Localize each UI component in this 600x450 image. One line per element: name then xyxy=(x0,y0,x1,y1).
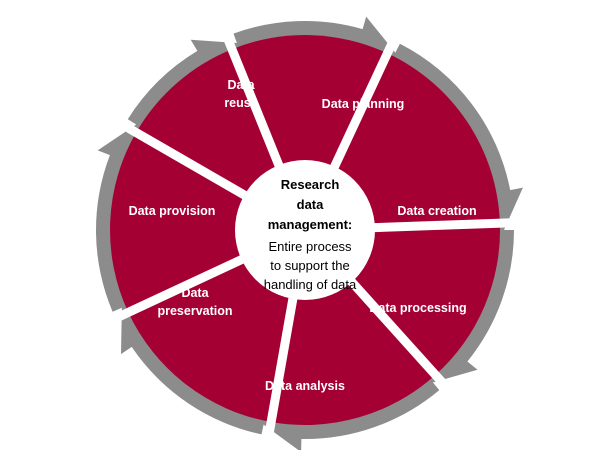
label-data-provision: Data provision xyxy=(129,204,216,218)
label-data-planning: Data planning xyxy=(322,97,405,111)
label-data-reuse-line-2: reuse xyxy=(224,96,257,110)
center-body-line-2: to support the xyxy=(270,258,350,273)
center-title-line-3: management: xyxy=(268,217,353,232)
arrow-data-preservation xyxy=(95,122,144,312)
label-data-reuse-line-1: Data xyxy=(227,78,255,92)
label-data-analysis: Data analysis xyxy=(265,379,345,393)
label-data-processing: Data processing xyxy=(369,301,466,315)
label-data-creation: Data creation xyxy=(397,204,476,218)
center-circle xyxy=(235,160,375,300)
segment-data-preservation xyxy=(110,132,306,313)
segment-data-reuse xyxy=(232,35,388,231)
center-title-line-1: Research xyxy=(281,177,340,192)
center-title-line-2: data xyxy=(297,197,325,212)
label-data-preservation-line-1: Data xyxy=(181,286,209,300)
label-data-preservation-line-2: preservation xyxy=(157,304,232,318)
center-body-line-3: handling of data xyxy=(264,277,357,292)
center-body-line-1: Entire process xyxy=(268,239,352,254)
